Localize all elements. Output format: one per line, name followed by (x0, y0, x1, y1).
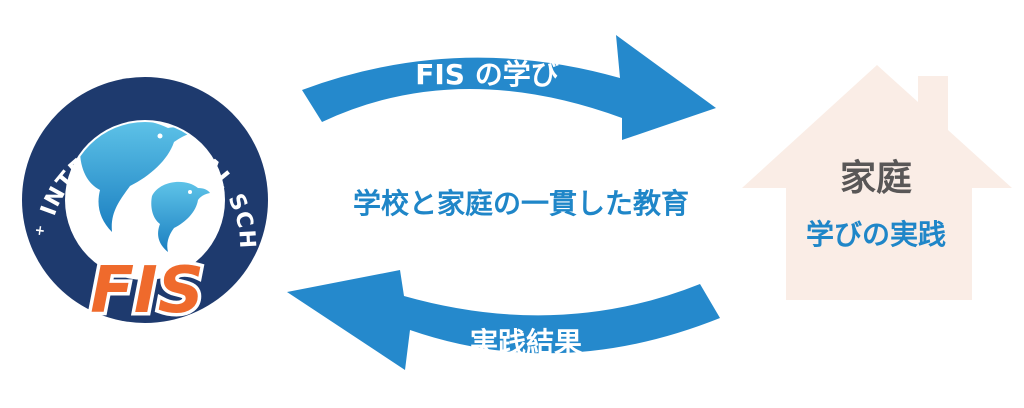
fis-school-logo: FREE⁺ INTERNATIONAL SCHOOL FIS (0, 0, 268, 332)
small-dolphin (151, 181, 210, 252)
bottom-arrow-body (287, 270, 720, 370)
house-subtitle: 学びの実践 (806, 218, 946, 251)
house-silhouette (742, 65, 1012, 300)
center-caption: 学校と家庭の一貫した教育 (353, 187, 689, 220)
large-dolphin-eye (157, 133, 163, 139)
house-title: 家庭 (840, 158, 912, 199)
bottom-arrow-label: 実践結果 (470, 326, 582, 359)
dolphins-illustration (80, 122, 210, 252)
logo-wordmark: FIS (90, 254, 204, 328)
bottom-cycle-arrow: 実践結果 (287, 270, 720, 370)
top-arrow-label: FIS の学び (415, 58, 558, 91)
top-cycle-arrow: FIS の学び (302, 35, 716, 140)
large-dolphin (80, 122, 196, 232)
small-dolphin-eye (188, 190, 192, 194)
top-arrow-body (302, 35, 716, 140)
home-house-shape: 家庭 学びの実践 (742, 65, 1012, 300)
